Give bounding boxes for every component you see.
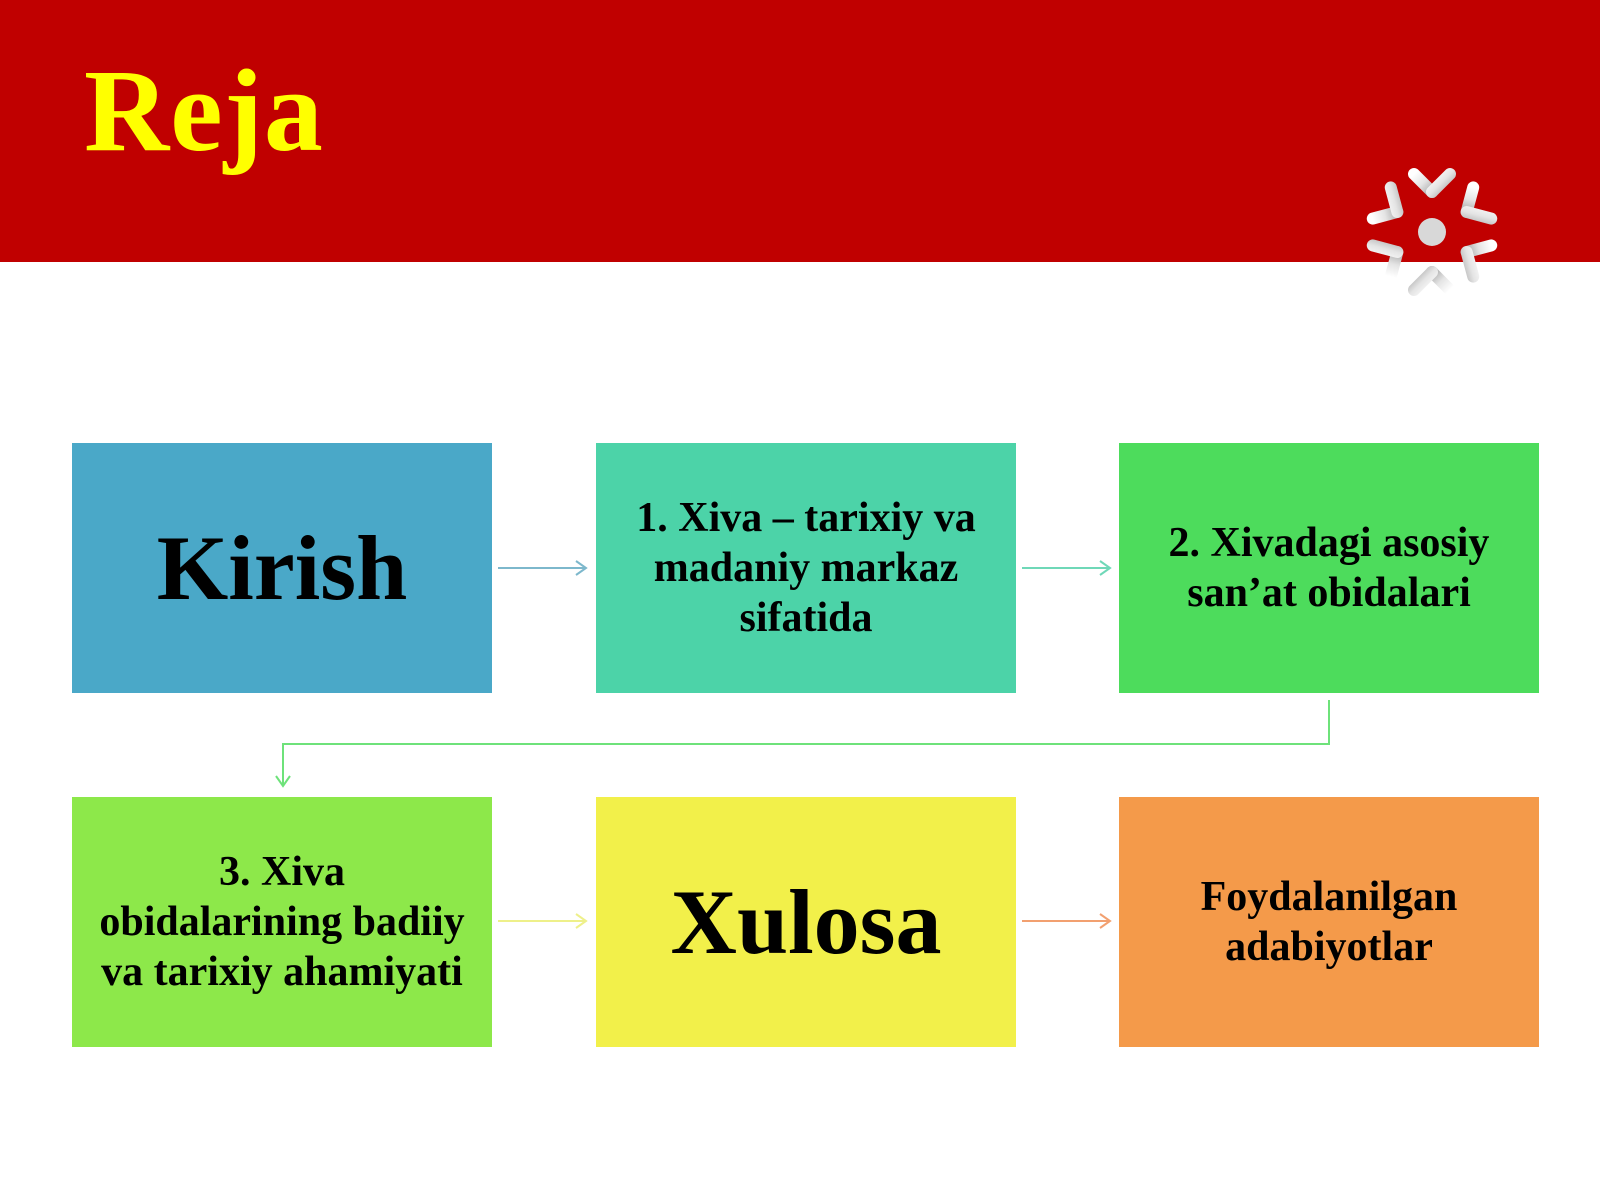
flow-box-label: 2. Xivadagi asosiy san’at obidalari xyxy=(1168,520,1490,616)
flow-box-label: 1. Xiva – tarixiy va madaniy markaz sifa… xyxy=(636,495,976,641)
flow-box-kirish: Kirish xyxy=(72,443,492,693)
flow-box-san-at-obidalari: 2. Xivadagi asosiy san’at obidalari xyxy=(1119,443,1539,693)
flow-box-xiva-tarixiy: 1. Xiva – tarixiy va madaniy markaz sifa… xyxy=(596,443,1016,693)
flow-box-label: Kirish xyxy=(156,517,408,619)
flow-box-obidalar-ahamiyati: 3. Xiva obidalarining badiiy va tarixiy … xyxy=(72,797,492,1047)
arrow-xiva2-to-xiva3 xyxy=(275,700,1330,788)
flow-box-label: 3. Xiva obidalarining badiiy va tarixiy … xyxy=(99,849,465,995)
flow-box-xulosa: Xulosa xyxy=(596,797,1016,1047)
snowflake-icon xyxy=(1366,160,1498,304)
slide-title: Reja xyxy=(84,45,324,176)
flow-box-label: Xulosa xyxy=(670,871,942,973)
flow-box-label: Foydalanilgan adabiyotlar xyxy=(1200,874,1458,970)
flow-box-foydalanilgan-adabiyotlar: Foydalanilgan adabiyotlar xyxy=(1119,797,1539,1047)
arrow-xulosa-to-foydalanilgan xyxy=(1022,913,1112,929)
arrow-xiva3-to-xulosa xyxy=(498,913,588,929)
header-band: Reja xyxy=(0,0,1600,262)
arrow-kirish-to-xiva1 xyxy=(498,560,588,576)
arrow-xiva1-to-xiva2 xyxy=(1022,560,1112,576)
